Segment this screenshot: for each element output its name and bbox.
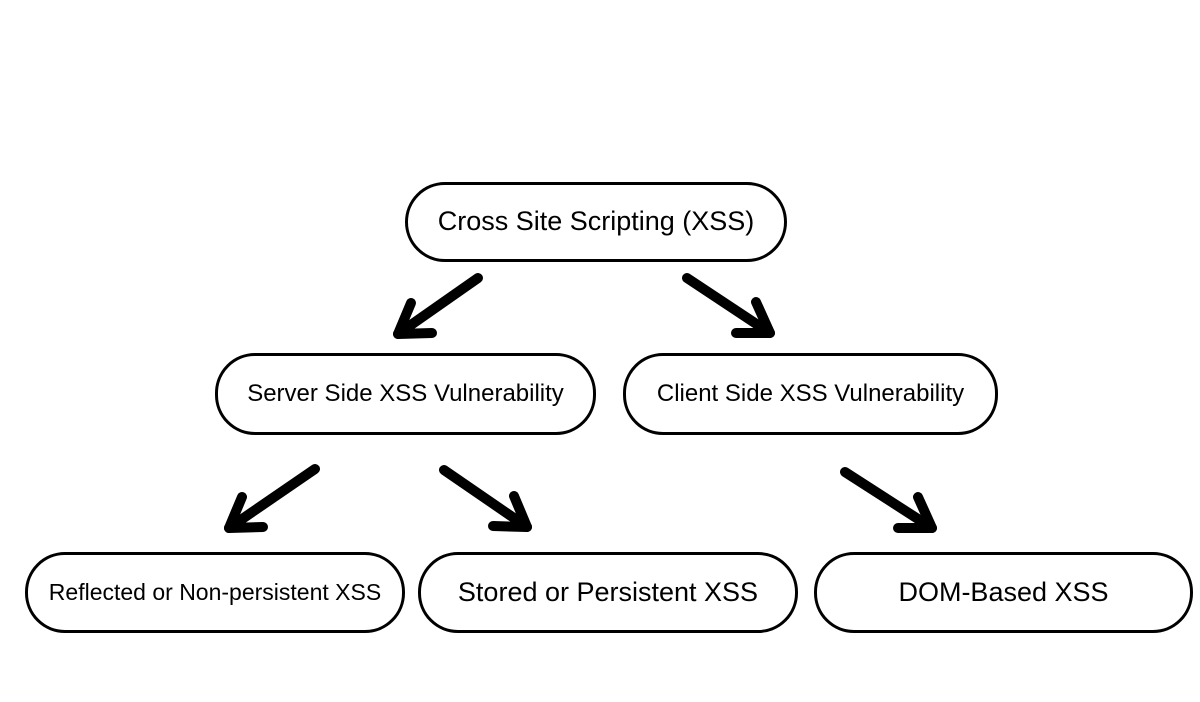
node-server-side-label: Server Side XSS Vulnerability [247,379,564,407]
node-client-side-label: Client Side XSS Vulnerability [656,379,965,407]
arrow-client-side-to-dom-based [840,467,937,533]
node-dom-based-label: DOM-Based XSS [898,576,1109,607]
node-server-side: Server Side XSS Vulnerability [215,353,596,435]
arrow-xss-to-server-side [393,273,483,339]
node-stored-label: Stored or Persistent XSS [457,576,759,607]
node-client-side: Client Side XSS Vulnerability [623,353,998,435]
arrow-xss-to-client-side [682,273,775,338]
node-xss: Cross Site Scripting (XSS) [405,182,787,262]
node-xss-label: Cross Site Scripting (XSS) [437,206,755,237]
node-reflected: Reflected or Non-persistent XSS [25,552,405,633]
arrow-server-side-to-reflected [224,464,320,533]
node-dom-based: DOM-Based XSS [814,552,1193,633]
arrow-server-side-to-stored [439,465,532,532]
node-reflected-label: Reflected or Non-persistent XSS [48,578,382,605]
node-stored: Stored or Persistent XSS [418,552,798,633]
